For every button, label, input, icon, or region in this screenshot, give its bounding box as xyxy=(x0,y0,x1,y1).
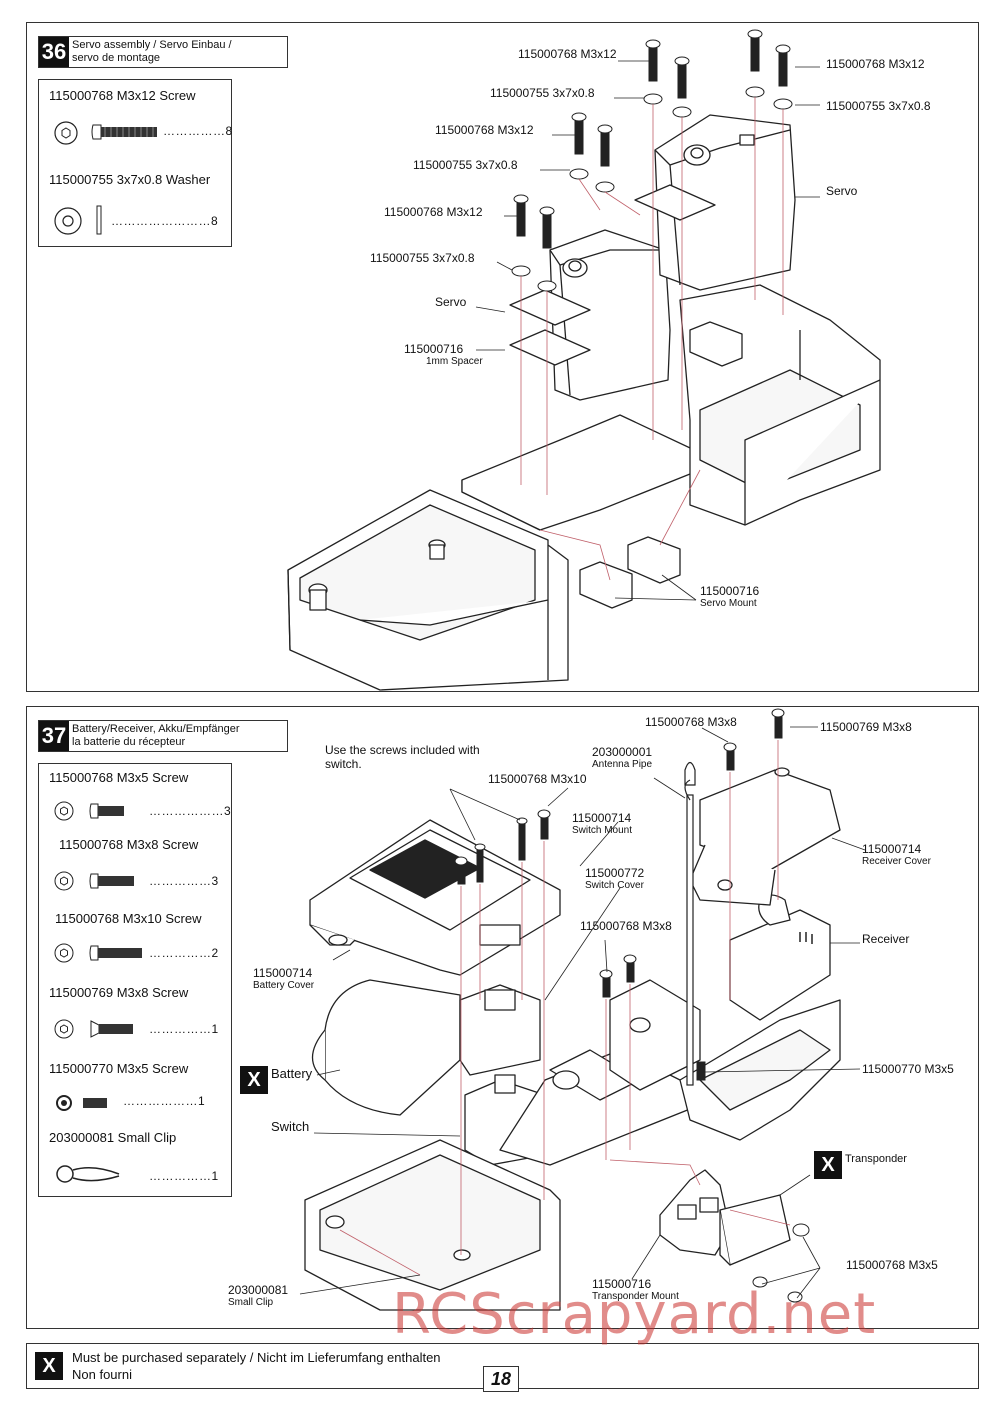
callout-washer: 115000755 3x7x0.8 xyxy=(413,158,518,172)
callout-screw: 115000768 M3x12 xyxy=(435,123,534,137)
part-quantity: ……………1 xyxy=(149,1169,219,1183)
callout-small-clip: 203000081 Small Clip xyxy=(228,1283,289,1309)
step-36-header: 36 Servo assembly / Servo Einbau / servo… xyxy=(38,36,288,68)
callout-screw: 115000768 M3x10 xyxy=(488,772,587,786)
washer-icon xyxy=(54,1019,74,1039)
callout-receiver-cover: 115000714 Receiver Cover xyxy=(862,842,931,868)
callout-receiver: Receiver xyxy=(862,932,910,946)
part-name: 115000768 M3x12 Screw xyxy=(49,88,196,103)
callout-washer: 115000755 3x7x0.8 xyxy=(826,99,931,113)
part-name: 115000768 M3x10 Screw xyxy=(55,911,202,926)
button-head-screw-icon xyxy=(91,124,157,140)
clip-icon xyxy=(56,1165,120,1183)
part-quantity: ……………3 xyxy=(149,874,219,888)
callout-transponder-mount: 115000716 Transponder Mount xyxy=(592,1277,679,1303)
part-name: 115000755 3x7x0.8 Washer xyxy=(49,172,211,187)
washer-icon xyxy=(54,871,74,891)
callout-servo: Servo xyxy=(435,295,467,309)
washer-icon xyxy=(54,207,82,235)
not-included-mark: X xyxy=(814,1151,842,1179)
washer-icon xyxy=(54,943,74,963)
step-37-header: 37 Battery/Receiver, Akku/Empfänger la b… xyxy=(38,720,288,752)
step-title: Battery/Receiver, Akku/Empfänger la batt… xyxy=(72,723,240,748)
callout-servo: Servo xyxy=(826,184,858,198)
set-screw-icon xyxy=(83,1098,107,1108)
callout-screw: 115000768 M3x8 xyxy=(580,919,672,933)
callout-screw: 115000768 M3x5 xyxy=(846,1258,938,1272)
part-name: 115000768 M3x5 Screw xyxy=(49,770,189,785)
button-head-screw-icon xyxy=(89,803,124,819)
watermark: RCScrapyard.net xyxy=(392,1282,877,1347)
button-head-screw-icon xyxy=(89,945,142,961)
callout-washer: 115000755 3x7x0.8 xyxy=(370,251,475,265)
callout-screw: 115000768 M3x12 xyxy=(384,205,483,219)
part-name: 203000081 Small Clip xyxy=(49,1130,177,1145)
callout-antenna-pipe: 203000001 Antenna Pipe xyxy=(592,745,653,771)
callout-switch: Switch xyxy=(271,1119,310,1134)
callout-switch-mount: 115000714 Switch Mount xyxy=(572,811,633,837)
callout-transponder: Transponder xyxy=(845,1153,907,1165)
not-included-mark: X xyxy=(240,1066,268,1094)
legend-line-1: Must be purchased separately / Nicht im … xyxy=(72,1350,441,1365)
callout-screw: 115000769 M3x8 xyxy=(820,720,912,734)
callout-servo-mount: 115000716 Servo Mount xyxy=(700,584,760,610)
page-number: 18 xyxy=(483,1366,519,1392)
callout-washer: 115000755 3x7x0.8 xyxy=(490,86,595,100)
callout-battery-cover: 115000714 Battery Cover xyxy=(253,966,315,992)
step-number: 36 xyxy=(39,37,69,67)
part-name: 115000769 M3x8 Screw xyxy=(49,985,189,1000)
washer-icon xyxy=(54,121,78,145)
part-quantity: ……………1 xyxy=(149,1022,219,1036)
callout-set-screw: 115000770 M3x5 xyxy=(862,1062,954,1076)
callout-screw: 115000768 M3x12 xyxy=(518,47,617,61)
legend-line-2: Non fourni xyxy=(72,1367,132,1382)
callout-screw: 115000768 M3x12 xyxy=(826,57,925,71)
assembly-note: Use the screws included with switch. xyxy=(325,743,480,771)
part-name: 115000770 M3x5 Screw xyxy=(49,1061,189,1076)
part-quantity: ………………1 xyxy=(123,1094,206,1108)
callout-battery: Battery xyxy=(271,1066,313,1081)
callout-switch-cover: 115000772 Switch Cover xyxy=(585,866,645,892)
button-head-screw-icon xyxy=(89,873,134,889)
washer-icon xyxy=(56,1095,72,1111)
step-36-parts-list: 115000768 M3x12 Screw ……………8 115000755 3… xyxy=(38,79,232,247)
part-quantity: ……………2 xyxy=(149,946,219,960)
step-title: Servo assembly / Servo Einbau / servo de… xyxy=(72,39,232,64)
washer-side-icon xyxy=(96,205,102,235)
part-quantity: ……………8 xyxy=(163,124,233,138)
flat-head-screw-icon xyxy=(90,1020,133,1038)
washer-icon xyxy=(54,801,74,821)
step-37-parts-list: 115000768 M3x5 Screw ………………3 115000768 M… xyxy=(38,763,232,1197)
callout-screw: 115000768 M3x8 xyxy=(645,715,737,729)
part-quantity: ……………………8 xyxy=(111,214,219,228)
step-number: 37 xyxy=(39,721,69,751)
not-included-mark: X xyxy=(35,1352,63,1380)
part-quantity: ………………3 xyxy=(149,804,232,818)
part-name: 115000768 M3x8 Screw xyxy=(59,837,199,852)
callout-spacer: 115000716 1mm Spacer xyxy=(404,342,483,368)
